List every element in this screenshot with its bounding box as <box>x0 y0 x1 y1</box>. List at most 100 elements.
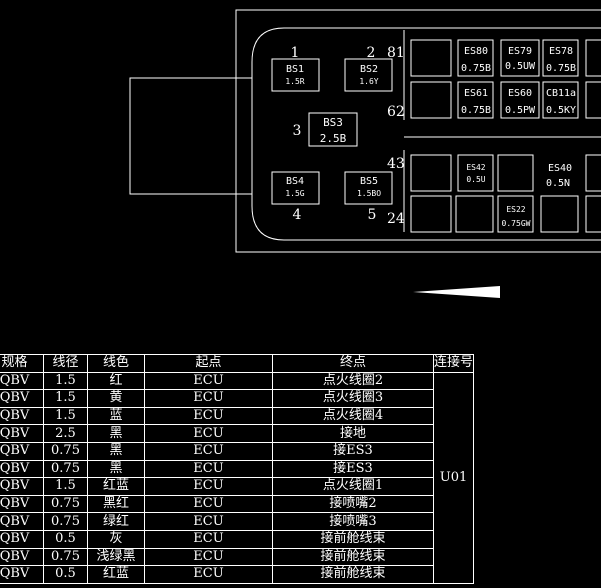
cell-gauge: 1.5 <box>43 477 88 496</box>
direction-arrow-icon <box>413 286 500 298</box>
cell-gauge: 0.75 <box>43 512 88 531</box>
block-label: ES78 <box>549 46 573 57</box>
cell-color: 黑 <box>87 459 145 479</box>
cell-to: 点火线圈3 <box>272 389 434 408</box>
cavity <box>542 81 579 119</box>
cavity <box>497 195 534 233</box>
block-label: ES80 <box>464 46 488 57</box>
cell-color: 红蓝 <box>87 565 145 584</box>
cell-to: 接ES3 <box>272 441 434 461</box>
cell-spec: QBV <box>0 565 44 584</box>
header-spec: 规格 <box>0 354 44 373</box>
cavity <box>457 154 494 192</box>
fuse-box-bs2 <box>344 58 393 92</box>
cell-to: 接前舱线束 <box>272 565 434 584</box>
fuse-rating: 1.6Y <box>359 77 378 86</box>
cell-spec: QBV <box>0 406 44 426</box>
cell-from: ECU <box>144 494 273 514</box>
cell-gauge: 0.5 <box>43 529 88 549</box>
block-pin-number: 81 <box>387 45 405 61</box>
cell-color: 蓝 <box>87 406 145 426</box>
cell-color: 灰 <box>87 529 145 549</box>
cell-to: 接前舱线束 <box>272 547 434 567</box>
cell-from: ECU <box>144 512 273 531</box>
block-label-value: 0.75GW <box>502 219 531 228</box>
cavity <box>585 39 601 77</box>
cavity <box>410 39 452 77</box>
cell-from: ECU <box>144 389 273 408</box>
fuse-name: BS4 <box>286 176 304 187</box>
cell-from: ECU <box>144 529 273 549</box>
cell-gauge: 2.5 <box>43 424 88 443</box>
header-gauge: 线径 <box>43 354 88 373</box>
cell-from: ECU <box>144 547 273 567</box>
cell-gauge: 0.75 <box>43 459 88 479</box>
cavity <box>410 195 452 233</box>
fuse-box-bs5 <box>344 171 393 205</box>
cell-from: ECU <box>144 477 273 496</box>
cavity <box>542 39 579 77</box>
block-label-value: 0.5KY <box>546 105 576 116</box>
table-spacer <box>474 372 514 583</box>
pin-number: 4 <box>293 207 302 223</box>
cavity <box>585 154 601 192</box>
cell-color: 黄 <box>87 389 145 408</box>
fuse-rating: 2.5B <box>320 132 347 145</box>
fuse-name: BS2 <box>360 64 378 75</box>
cell-color: 黑红 <box>87 494 145 514</box>
cell-to: 接前舱线束 <box>272 529 434 549</box>
block-label: ES40 <box>548 163 572 174</box>
block-label-value: 0.5N <box>546 178 570 189</box>
cell-to: 接喷嘴3 <box>272 512 434 531</box>
cavity <box>585 81 601 119</box>
outer-frame <box>235 9 601 253</box>
cavity <box>500 81 540 119</box>
cavity <box>410 154 452 192</box>
fuse-box-bs4 <box>271 171 320 205</box>
cell-color: 黑 <box>87 424 145 443</box>
cell-from: ECU <box>144 406 273 426</box>
block-label: ES22 <box>506 205 525 214</box>
block-label-value: 0.75B <box>461 105 491 116</box>
pin-number: 1 <box>291 45 300 61</box>
cell-color: 绿红 <box>87 512 145 531</box>
cell-spec: QBV <box>0 371 44 391</box>
cell-spec: QBV <box>0 477 44 496</box>
cell-from: ECU <box>144 459 273 479</box>
fuse-name: BS5 <box>360 176 378 187</box>
cell-color: 红 <box>87 371 145 391</box>
block-label-value: 0.5U <box>466 175 485 184</box>
cell-color: 黑 <box>87 441 145 461</box>
cell-spec: QBV <box>0 459 44 479</box>
block-label: ES60 <box>508 88 532 99</box>
cavity <box>410 81 452 119</box>
cavity-grid <box>410 39 601 233</box>
fuse-box-bs3 <box>308 112 358 147</box>
cell-from: ECU <box>144 441 273 461</box>
cell-spec: QBV <box>0 494 44 514</box>
fuse-name: BS1 <box>286 64 304 75</box>
block-label: ES79 <box>508 46 532 57</box>
cell-gauge: 0.5 <box>43 565 88 584</box>
cell-from: ECU <box>144 371 273 391</box>
header-from: 起点 <box>144 354 273 373</box>
block-label-value: 0.5UW <box>505 61 536 72</box>
cell-gauge: 1.5 <box>43 389 88 408</box>
block-label-value: 0.75B <box>461 63 491 74</box>
table-header-row: 规格 线径 线色 起点 终点 连接号 <box>0 354 514 373</box>
cell-to: 点火线圈1 <box>272 477 434 496</box>
cable-stub <box>129 77 252 195</box>
pin-number: 3 <box>293 123 302 139</box>
cell-to: 接ES3 <box>272 459 434 479</box>
cell-color: 红蓝 <box>87 477 145 496</box>
cell-to: 点火线圈2 <box>272 371 434 391</box>
cell-to: 点火线圈4 <box>272 406 434 426</box>
cavity <box>457 81 494 119</box>
cavity <box>585 195 601 233</box>
